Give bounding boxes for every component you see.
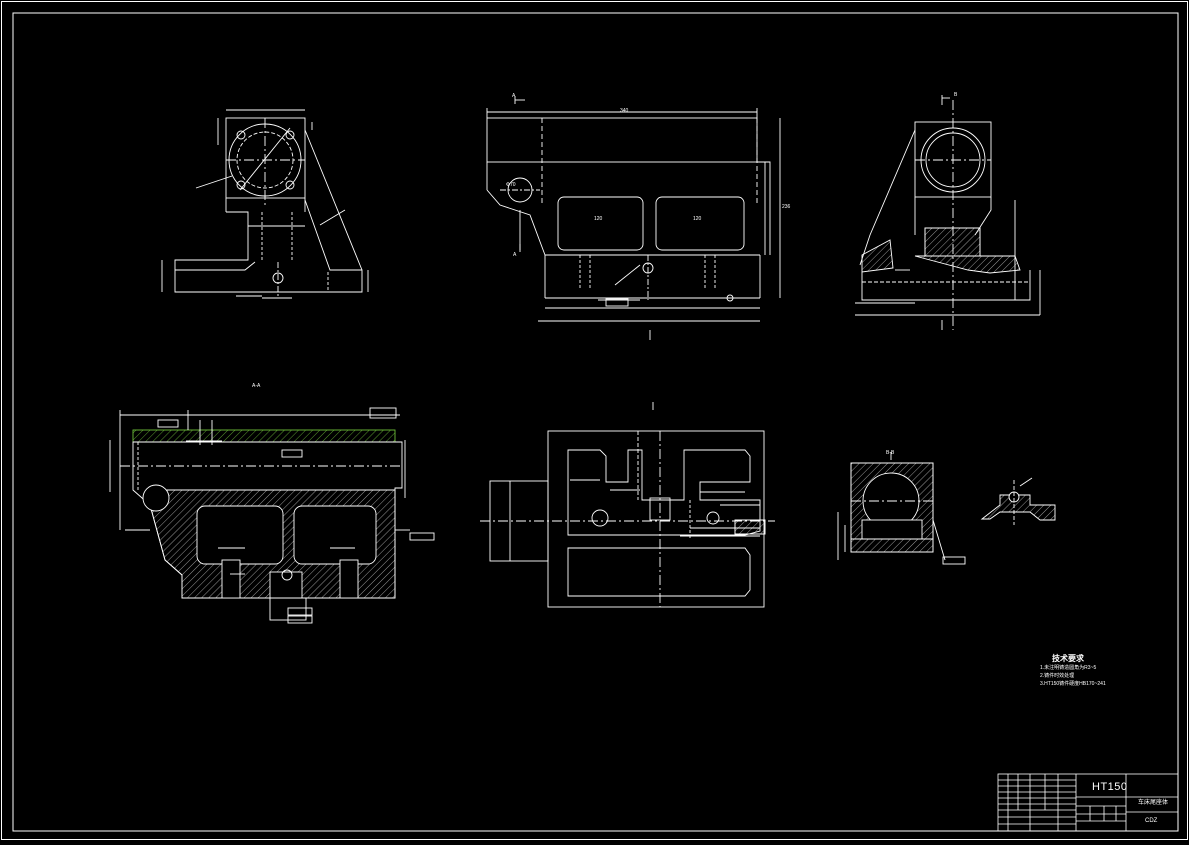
dim-slot-right: 120: [693, 216, 702, 222]
tech-req-item-3: 3.HT150铸件硬度HB170~241: [1040, 681, 1106, 687]
dim-bore: Φ70: [506, 182, 516, 188]
dim-height-total: 236: [782, 204, 791, 210]
tech-req-item-2: 2.铸件时效处理: [1040, 673, 1075, 679]
drawing-code-label: CDZ: [1145, 818, 1158, 824]
side-view-left: [161, 109, 369, 299]
view-marker-a-bottom: A: [513, 252, 517, 258]
front-view-main: [486, 96, 781, 340]
title-block-grid: [997, 773, 1179, 832]
technical-requirements: 技术要求 1.未注明铸造圆角为R3~5 2.铸件时效处理 3.HT150铸件硬度…: [1040, 655, 1106, 687]
part-name-label: 车床尾座体: [1138, 800, 1169, 806]
view-marker-a-top: A: [512, 93, 516, 99]
dim-slot-left: 120: [594, 216, 603, 222]
dim-overall-length: 340: [620, 108, 629, 114]
detail-view: [980, 477, 1056, 525]
view-marker-b-top: B: [954, 92, 958, 98]
side-view-right: [855, 95, 1041, 330]
section-b-b: [837, 452, 966, 565]
inner-border: [12, 12, 1179, 832]
section-b-b-label: B-B: [886, 450, 895, 456]
tech-req-heading: 技术要求: [1052, 654, 1084, 663]
top-view: [480, 402, 775, 608]
tech-req-item-1: 1.未注明铸造圆角为R3~5: [1040, 665, 1097, 671]
section-a-a-label: A-A: [252, 383, 261, 389]
material-label: HT150: [1092, 781, 1128, 793]
section-a-a: [109, 407, 435, 624]
